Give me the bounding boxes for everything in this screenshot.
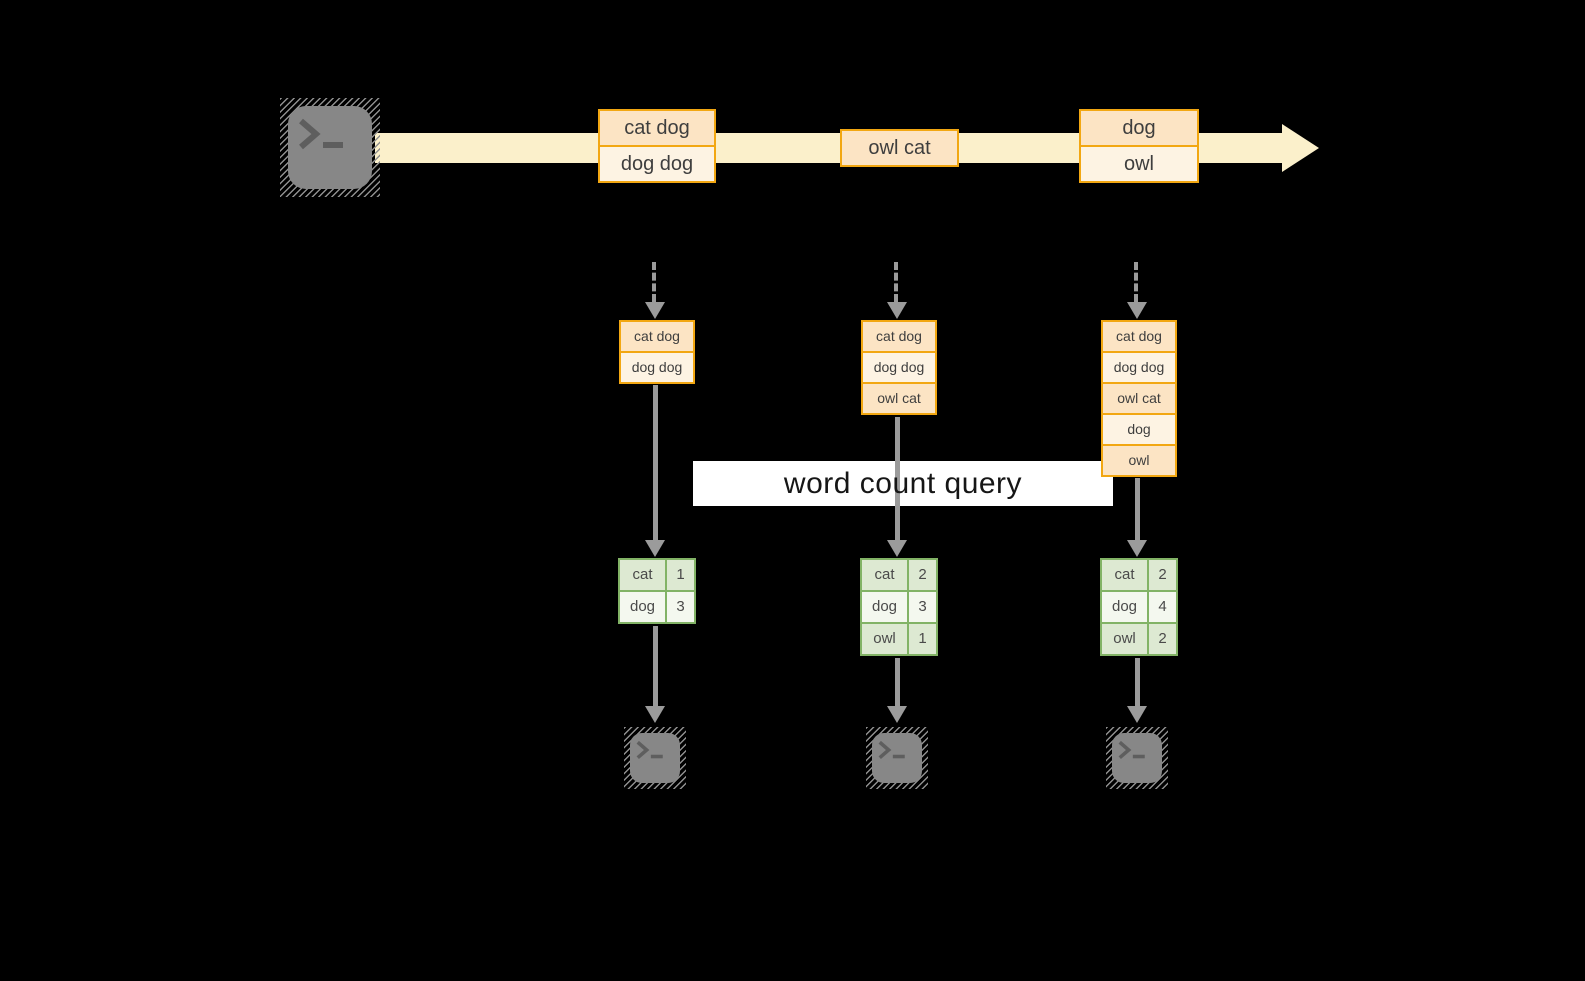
flow-arrow-line: [653, 626, 658, 706]
flow-arrow-line: [1135, 658, 1140, 706]
table-row: dog 3: [620, 590, 694, 622]
count-cell: 3: [909, 592, 936, 622]
word-cell: dog: [620, 592, 667, 622]
state-record: owl cat: [1103, 382, 1175, 413]
terminal-icon: [1106, 727, 1168, 789]
word-cell: dog: [862, 592, 909, 622]
terminal-screen: [1112, 733, 1162, 783]
stream-batch-2: owl cat: [840, 129, 959, 167]
word-cell: owl: [862, 624, 909, 654]
input-state-1: cat dog dog dog: [619, 320, 695, 384]
terminal-prompt-icon: [1118, 740, 1145, 760]
terminal-icon: [624, 727, 686, 789]
stream-record: dog: [1081, 111, 1197, 145]
query-label: word count query: [783, 466, 1023, 500]
flow-arrow-line: [653, 385, 658, 540]
count-cell: 2: [1149, 624, 1176, 654]
dashed-arrow-line: [1134, 262, 1138, 302]
terminal-screen: [872, 733, 922, 783]
stream-record: cat dog: [600, 111, 714, 145]
table-row: cat 1: [620, 560, 694, 590]
state-record: dog dog: [1103, 351, 1175, 382]
stream-record: owl cat: [842, 131, 957, 165]
state-record: owl: [1103, 444, 1175, 475]
word-cell: cat: [862, 560, 909, 590]
dashed-arrowhead-icon: [1127, 302, 1147, 319]
terminal-prompt-icon: [299, 118, 343, 150]
count-cell: 2: [909, 560, 936, 590]
terminal-prompt-icon: [636, 740, 663, 760]
dashed-arrow-line: [652, 262, 656, 302]
table-row: cat 2: [862, 560, 936, 590]
dashed-arrow-line: [894, 262, 898, 302]
state-record: dog dog: [621, 351, 693, 382]
state-record: cat dog: [621, 322, 693, 351]
input-state-3: cat dog dog dog owl cat dog owl: [1101, 320, 1177, 477]
terminal-screen: [288, 106, 372, 189]
stream-batch-3: dog owl: [1079, 109, 1199, 183]
flow-arrowhead-icon: [1127, 706, 1147, 723]
table-row: owl 2: [1102, 622, 1176, 654]
stream-record: dog dog: [600, 145, 714, 181]
flow-arrowhead-icon: [645, 540, 665, 557]
table-row: dog 3: [862, 590, 936, 622]
count-cell: 4: [1149, 592, 1176, 622]
dashed-arrowhead-icon: [645, 302, 665, 319]
table-row: owl 1: [862, 622, 936, 654]
state-record: owl cat: [863, 382, 935, 413]
flow-arrow-line: [895, 658, 900, 706]
terminal-prompt-icon: [878, 740, 905, 760]
flow-arrowhead-icon: [887, 706, 907, 723]
stream-arrowhead-icon: [1282, 124, 1319, 172]
flow-arrowhead-icon: [645, 706, 665, 723]
word-cell: cat: [1102, 560, 1149, 590]
word-cell: cat: [620, 560, 667, 590]
flow-arrowhead-icon: [887, 540, 907, 557]
state-record: cat dog: [863, 322, 935, 351]
input-state-2: cat dog dog dog owl cat: [861, 320, 937, 415]
flow-arrow-line: [1135, 478, 1140, 540]
count-cell: 2: [1149, 560, 1176, 590]
word-cell: owl: [1102, 624, 1149, 654]
count-cell: 3: [667, 592, 694, 622]
count-cell: 1: [667, 560, 694, 590]
table-row: dog 4: [1102, 590, 1176, 622]
stream-batch-1: cat dog dog dog: [598, 109, 716, 183]
query-band: [693, 461, 1113, 506]
terminal-screen: [630, 733, 680, 783]
dashed-arrowhead-icon: [887, 302, 907, 319]
state-record: dog dog: [863, 351, 935, 382]
terminal-icon: [280, 98, 380, 197]
result-table-2: cat 2 dog 3 owl 1: [860, 558, 938, 656]
result-table-1: cat 1 dog 3: [618, 558, 696, 624]
flow-arrowhead-icon: [1127, 540, 1147, 557]
terminal-icon: [866, 727, 928, 789]
state-record: cat dog: [1103, 322, 1175, 351]
word-cell: dog: [1102, 592, 1149, 622]
result-table-3: cat 2 dog 4 owl 2: [1100, 558, 1178, 656]
table-row: cat 2: [1102, 560, 1176, 590]
state-record: dog: [1103, 413, 1175, 444]
stream-record: owl: [1081, 145, 1197, 181]
count-cell: 1: [909, 624, 936, 654]
flow-arrow-line: [895, 417, 900, 540]
